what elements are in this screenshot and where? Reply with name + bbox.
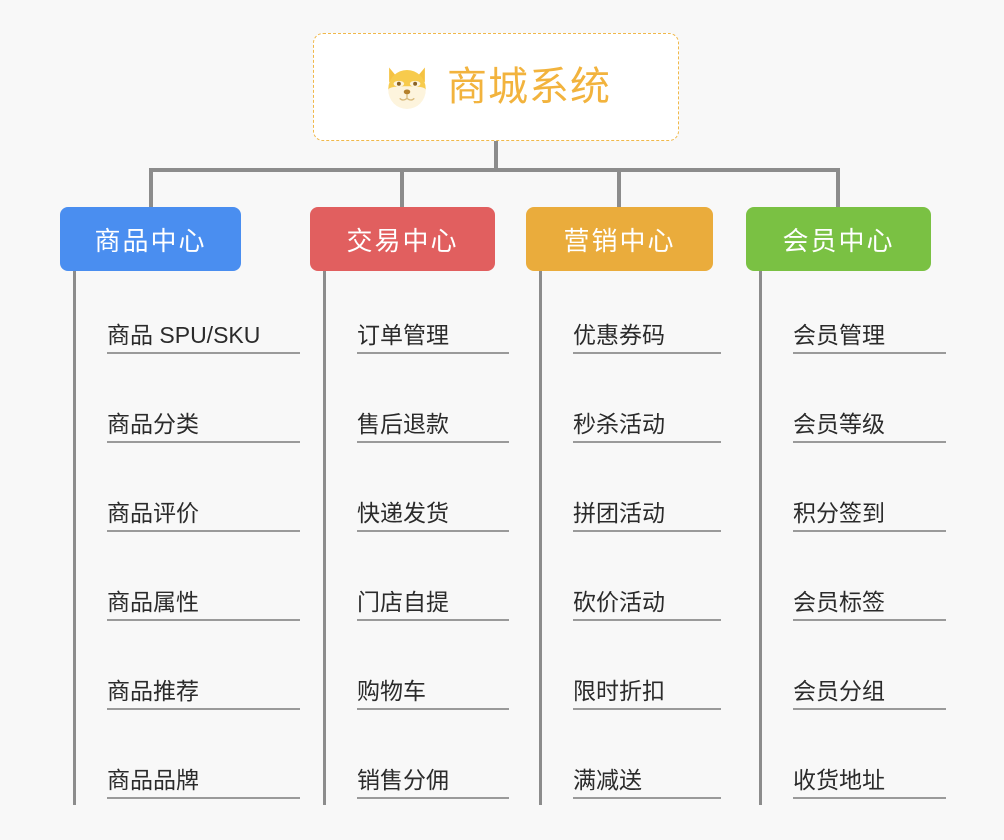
- list-item[interactable]: 商品推荐: [76, 627, 300, 716]
- list-item-label: 商品 SPU/SKU: [107, 322, 300, 354]
- branch-trade-center: 交易中心 订单管理 售后退款 快递发货 门店自提 购物车 销售分佣: [310, 207, 540, 805]
- list-item[interactable]: 会员分组: [762, 627, 966, 716]
- connector-drop-1: [149, 168, 153, 208]
- branch-header-member-center[interactable]: 会员中心: [746, 207, 931, 271]
- branch-items-trade-center: 订单管理 售后退款 快递发货 门店自提 购物车 销售分佣: [323, 271, 540, 805]
- list-item[interactable]: 商品品牌: [76, 716, 300, 805]
- list-item[interactable]: 订单管理: [326, 271, 540, 360]
- list-item-label: 销售分佣: [357, 767, 509, 799]
- list-item-label: 会员标签: [793, 589, 946, 621]
- list-item[interactable]: 收货地址: [762, 716, 966, 805]
- list-item-label: 快递发货: [357, 500, 509, 532]
- branch-marketing-center: 营销中心 优惠券码 秒杀活动 拼团活动 砍价活动 限时折扣 满减送: [526, 207, 746, 805]
- list-item-label: 会员分组: [793, 678, 946, 710]
- list-item-label: 商品属性: [107, 589, 300, 621]
- branch-member-center: 会员中心 会员管理 会员等级 积分签到 会员标签 会员分组 收货地址: [746, 207, 966, 805]
- list-item[interactable]: 商品属性: [76, 538, 300, 627]
- list-item[interactable]: 会员等级: [762, 360, 966, 449]
- list-item[interactable]: 积分签到: [762, 449, 966, 538]
- list-item[interactable]: 门店自提: [326, 538, 540, 627]
- list-item-label: 会员管理: [793, 322, 946, 354]
- list-item-label: 砍价活动: [573, 589, 721, 621]
- list-item-label: 商品分类: [107, 411, 300, 443]
- list-item-label: 积分签到: [793, 500, 946, 532]
- list-item[interactable]: 售后退款: [326, 360, 540, 449]
- branch-items-marketing-center: 优惠券码 秒杀活动 拼团活动 砍价活动 限时折扣 满减送: [539, 271, 746, 805]
- list-item[interactable]: 砍价活动: [542, 538, 746, 627]
- list-item[interactable]: 商品分类: [76, 360, 300, 449]
- list-item-label: 订单管理: [357, 322, 509, 354]
- list-item[interactable]: 会员管理: [762, 271, 966, 360]
- list-item-label: 收货地址: [793, 767, 946, 799]
- list-item[interactable]: 商品 SPU/SKU: [76, 271, 300, 360]
- list-item-label: 商品推荐: [107, 678, 300, 710]
- connector-drop-3: [617, 168, 621, 208]
- list-item-label: 拼团活动: [573, 500, 721, 532]
- list-item[interactable]: 限时折扣: [542, 627, 746, 716]
- connector-root-stem: [494, 141, 498, 171]
- list-item[interactable]: 秒杀活动: [542, 360, 746, 449]
- root-title: 商城系统: [447, 65, 611, 109]
- shiba-dog-face-icon: [388, 67, 426, 109]
- list-item-label: 满减送: [573, 767, 721, 799]
- list-item-label: 秒杀活动: [573, 411, 721, 443]
- list-item[interactable]: 购物车: [326, 627, 540, 716]
- list-item[interactable]: 商品评价: [76, 449, 300, 538]
- root-node[interactable]: 商城系统: [313, 33, 679, 141]
- list-item[interactable]: 销售分佣: [326, 716, 540, 805]
- branch-header-product-center[interactable]: 商品中心: [60, 207, 241, 271]
- branch-header-marketing-center[interactable]: 营销中心: [526, 207, 713, 271]
- list-item[interactable]: 优惠券码: [542, 271, 746, 360]
- list-item-label: 优惠券码: [573, 322, 721, 354]
- list-item-label: 门店自提: [357, 589, 509, 621]
- list-item[interactable]: 拼团活动: [542, 449, 746, 538]
- list-item-label: 购物车: [357, 678, 509, 710]
- list-item-label: 售后退款: [357, 411, 509, 443]
- branch-items-member-center: 会员管理 会员等级 积分签到 会员标签 会员分组 收货地址: [759, 271, 966, 805]
- connector-drop-2: [400, 168, 404, 208]
- branch-items-product-center: 商品 SPU/SKU 商品分类 商品评价 商品属性 商品推荐 商品品牌: [73, 271, 300, 805]
- list-item[interactable]: 会员标签: [762, 538, 966, 627]
- connector-horizontal-bus: [150, 168, 840, 172]
- list-item[interactable]: 满减送: [542, 716, 746, 805]
- list-item[interactable]: 快递发货: [326, 449, 540, 538]
- connector-drop-4: [836, 168, 840, 208]
- list-item-label: 商品评价: [107, 500, 300, 532]
- branch-product-center: 商品中心 商品 SPU/SKU 商品分类 商品评价 商品属性 商品推荐 商品品牌: [60, 207, 300, 805]
- list-item-label: 会员等级: [793, 411, 946, 443]
- list-item-label: 限时折扣: [573, 678, 721, 710]
- branch-header-trade-center[interactable]: 交易中心: [310, 207, 495, 271]
- list-item-label: 商品品牌: [107, 767, 300, 799]
